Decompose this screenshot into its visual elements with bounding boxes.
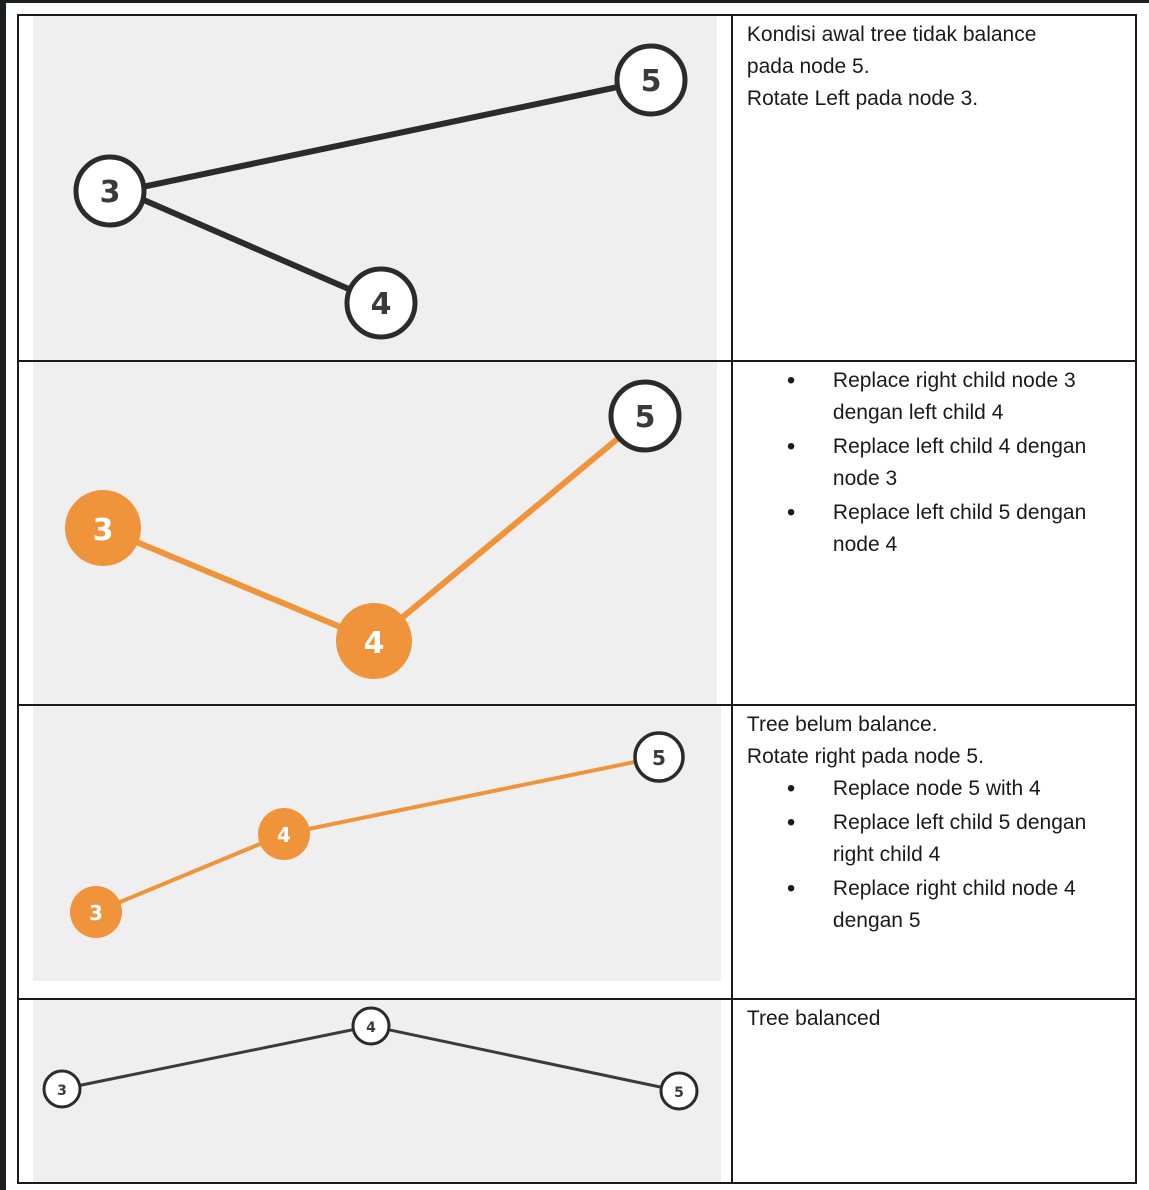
bullet-item: Replace right child node 4 dengan 5 — [787, 873, 1127, 937]
svg-text:4: 4 — [366, 1020, 376, 1036]
description-line: Rotate right pada node 5. — [746, 745, 984, 768]
bullet-item: Replace right child node 3 dengan left c… — [787, 365, 1127, 429]
description-cell-4: Tree balanced — [730, 998, 1138, 1184]
diagram-cell-2: 5 3 4 — [17, 360, 733, 706]
description-line: Tree balanced — [746, 1007, 881, 1030]
svg-text:5: 5 — [652, 746, 666, 770]
description-line: Rotate Left pada node 3. — [746, 87, 979, 110]
step-row-1: 5 3 4 Kondisi awal tree tidak balance pa… — [17, 14, 1138, 362]
svg-text:5: 5 — [674, 1085, 684, 1101]
step-bullet-list: Replace node 5 with 4 Replace left child… — [747, 773, 1127, 937]
svg-text:4: 4 — [364, 626, 385, 661]
step-row-4: 4 3 5 Tree balanced — [17, 998, 1138, 1184]
tree-diagram-4: 4 3 5 — [42, 1006, 699, 1111]
tree-node-4: 4 — [258, 808, 310, 860]
svg-text:3: 3 — [57, 1083, 67, 1099]
tree-diagram-3: 5 4 3 — [70, 731, 685, 938]
svg-text:4: 4 — [371, 287, 392, 322]
description-line: Kondisi awal tree tidak balance — [746, 23, 1037, 46]
bullet-item: Replace left child 5 dengan right child … — [787, 807, 1127, 871]
tree-node-3: 3 — [42, 1069, 82, 1109]
bullet-item: Replace node 5 with 4 — [787, 773, 1127, 805]
svg-text:5: 5 — [635, 400, 656, 435]
svg-text:3: 3 — [93, 513, 114, 548]
edge-4-3 — [61, 1024, 372, 1091]
edge-4-5 — [370, 1024, 680, 1093]
svg-text:3: 3 — [89, 901, 103, 925]
description-cell-1: Kondisi awal tree tidak balance pada nod… — [730, 14, 1138, 362]
description-line: pada node 5. — [746, 55, 870, 78]
diagram-cell-4: 4 3 5 — [17, 998, 733, 1184]
tree-diagram-2: 5 3 4 — [65, 379, 682, 679]
tree-node-3: 3 — [70, 886, 122, 938]
tree-node-4: 4 — [344, 266, 418, 340]
tree-node-4: 4 — [336, 603, 412, 679]
tree-node-5: 5 — [608, 379, 682, 453]
tree-node-3: 3 — [73, 154, 147, 228]
diagram-cell-1: 5 3 4 — [17, 14, 733, 362]
edge-3-5 — [122, 77, 652, 194]
step-bullet-list: Replace right child node 3 dengan left c… — [747, 365, 1127, 561]
svg-text:4: 4 — [277, 823, 291, 847]
svg-text:3: 3 — [100, 175, 121, 210]
edge-3-4 — [95, 832, 285, 914]
step-row-3: 5 4 3 Tree belum balance. Rotate right p… — [17, 704, 1138, 1000]
rotation-steps-table: 5 3 4 Kondisi awal tree tidak balance pa… — [17, 14, 1138, 1184]
tree-node-4: 4 — [351, 1006, 391, 1046]
svg-text:5: 5 — [641, 64, 662, 99]
tree-node-5: 5 — [633, 731, 685, 783]
tree-node-5: 5 — [614, 43, 688, 117]
step-row-2: 5 3 4 Replace right child node 3 dengan … — [17, 360, 1138, 706]
description-cell-2: Replace right child node 3 dengan left c… — [730, 360, 1138, 706]
edge-4-5 — [283, 755, 660, 836]
bullet-item: Replace left child 4 dengan node 3 — [787, 431, 1127, 495]
diagram-cell-3: 5 4 3 — [17, 704, 733, 1000]
edge-3-4 — [121, 188, 383, 306]
document-page: 5 3 4 Kondisi awal tree tidak balance pa… — [6, 3, 1149, 1190]
description-cell-3: Tree belum balance. Rotate right pada no… — [730, 704, 1138, 1000]
bullet-item: Replace left child 5 dengan node 4 — [787, 497, 1127, 561]
edge-3-4 — [101, 525, 376, 644]
description-line: Tree belum balance. — [746, 713, 938, 736]
tree-node-5: 5 — [659, 1071, 699, 1111]
edge-4-5 — [372, 413, 647, 644]
tree-diagram-1: 5 3 4 — [73, 43, 688, 340]
tree-node-3: 3 — [65, 490, 141, 566]
